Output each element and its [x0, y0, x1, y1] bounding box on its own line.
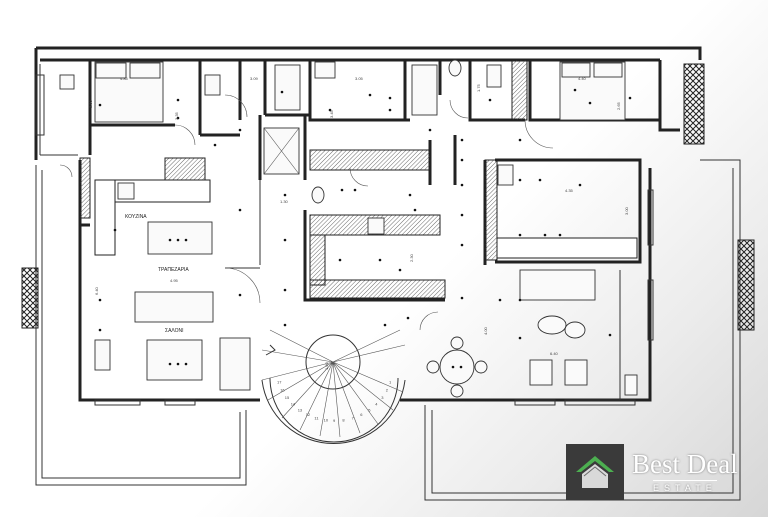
stair-step-number: 8	[342, 418, 345, 423]
stair-step-number: 15	[285, 395, 290, 400]
coffee-table-right-2	[564, 321, 586, 339]
wardrobe-right	[511, 59, 528, 121]
room-label-living: ΣΑΛΟΝΙ	[165, 328, 184, 334]
stair-step-number: 10	[324, 418, 329, 423]
right-kitchen-column	[484, 159, 498, 261]
kitchen-counter-side	[94, 179, 116, 256]
dim-bed-right-h: 2.65	[616, 101, 621, 110]
dim-bath1-w: 3.09	[250, 76, 259, 81]
dim-living-right-w: 6.40	[550, 351, 559, 356]
stair-step-number: 17	[277, 380, 282, 385]
doors	[59, 94, 554, 331]
pillow-left-1	[95, 62, 127, 79]
stair-step-number: 4	[375, 402, 378, 407]
shower-bath1	[274, 64, 301, 111]
stair-step-number: 1	[389, 380, 392, 385]
armchair-left	[219, 337, 251, 391]
dim-kitchen2-h: 3.00	[624, 206, 629, 215]
dim-bed-mid-h: 3.45	[329, 109, 334, 118]
stair-step-number: 9	[333, 418, 336, 423]
stair-step-number: 6	[360, 412, 363, 417]
middle-counter-top	[309, 149, 431, 171]
sink-bath1	[204, 74, 221, 96]
pillow-right-1	[561, 62, 591, 78]
dim-stair-label: 2.30	[409, 253, 414, 262]
stair-step-number: 12	[306, 412, 311, 417]
planter-right	[737, 239, 755, 331]
stair-step-number: 7	[352, 415, 355, 420]
dim-dining-w: 4.95	[170, 278, 179, 283]
stair-step-number: 11	[314, 415, 319, 420]
tv-unit-left	[94, 339, 111, 371]
spiral-staircase	[261, 329, 406, 445]
chair-left	[426, 360, 440, 374]
hob-left	[117, 182, 135, 200]
room-label-kitchen: ΚΟΥΖΙΝΑ	[125, 214, 147, 220]
ceiling-lights	[98, 88, 632, 369]
cabinet-right	[624, 374, 638, 396]
logo-mark	[566, 443, 624, 500]
dim-bed-mid-w: 3.05	[355, 76, 364, 81]
dim-bed-left-w: 4.85	[120, 76, 129, 81]
sofa-left	[134, 291, 214, 323]
dim-bed-right-w: 4.40	[578, 76, 587, 81]
pillow-right-2	[593, 62, 623, 78]
shower-bath2	[411, 64, 438, 116]
sofa-right	[519, 269, 596, 301]
dim-stair-w: 1.60	[324, 361, 329, 370]
brand-logo: Best Deal ESTATE	[566, 441, 750, 502]
toilet-guest	[311, 186, 325, 204]
coffee-table-left	[146, 339, 203, 381]
round-table	[439, 349, 475, 385]
dim-bed-left-h2: 3.35	[174, 111, 179, 120]
desk-mid	[314, 61, 336, 79]
chair-right	[474, 360, 488, 374]
windows	[35, 74, 654, 406]
dim-kitchen2-w: 4.35	[565, 188, 574, 193]
right-kitchen-counter	[496, 237, 638, 259]
dining-table	[147, 221, 213, 255]
stair-step-number: 3	[381, 395, 384, 400]
sink-bath3	[486, 64, 502, 88]
outer-walls	[34, 46, 702, 402]
middle-counter-bottom	[309, 279, 446, 299]
chair-bed-left	[59, 74, 75, 90]
middle-counter-side	[309, 234, 326, 286]
logo-subtitle: ESTATE	[653, 480, 717, 493]
coffee-table-right-1	[537, 315, 567, 335]
logo-brand-name: Best Deal	[632, 449, 738, 479]
chair-bottom	[450, 384, 464, 398]
kitchen-pantry	[79, 157, 91, 219]
house-roof-icon	[576, 455, 614, 488]
hob-middle	[367, 217, 385, 235]
stair-step-number: 13	[298, 407, 303, 412]
plan-labels: ΚΟΥΖΙΝΑ ΤΡΑΠΕΖΑΡΙΑ ΣΑΛΟΝΙ 4.85 3.90 3.35…	[88, 76, 629, 370]
planter-left	[21, 267, 39, 329]
planter-top-right	[683, 63, 705, 145]
stair-step-number: 16	[280, 388, 285, 393]
stair-step-number: 2	[386, 388, 389, 393]
furniture	[59, 59, 638, 398]
balconies	[21, 63, 755, 501]
armchair-right-2	[564, 359, 588, 386]
dim-dining-h: 6.40	[94, 286, 99, 295]
armchair-right-1	[529, 359, 553, 386]
toilet-bath2	[448, 59, 462, 77]
stair-step-number: 14	[291, 402, 296, 407]
logo-text: Best Deal ESTATE	[632, 450, 738, 493]
fridge-right	[497, 164, 514, 186]
stair-step-number: 5	[368, 407, 371, 412]
dim-corridor-h: 4.00	[483, 326, 488, 335]
dim-bed-left-h: 3.90	[88, 99, 93, 108]
pillow-left-2	[129, 62, 161, 79]
dim-bath2-h: 1.75	[476, 83, 481, 92]
kitchen-tall-units	[164, 157, 206, 181]
dim-hall-w: 1.30	[280, 199, 289, 204]
room-label-dining: ΤΡΑΠΕΖΑΡΙΑ	[158, 267, 189, 273]
chair-top	[450, 336, 464, 350]
